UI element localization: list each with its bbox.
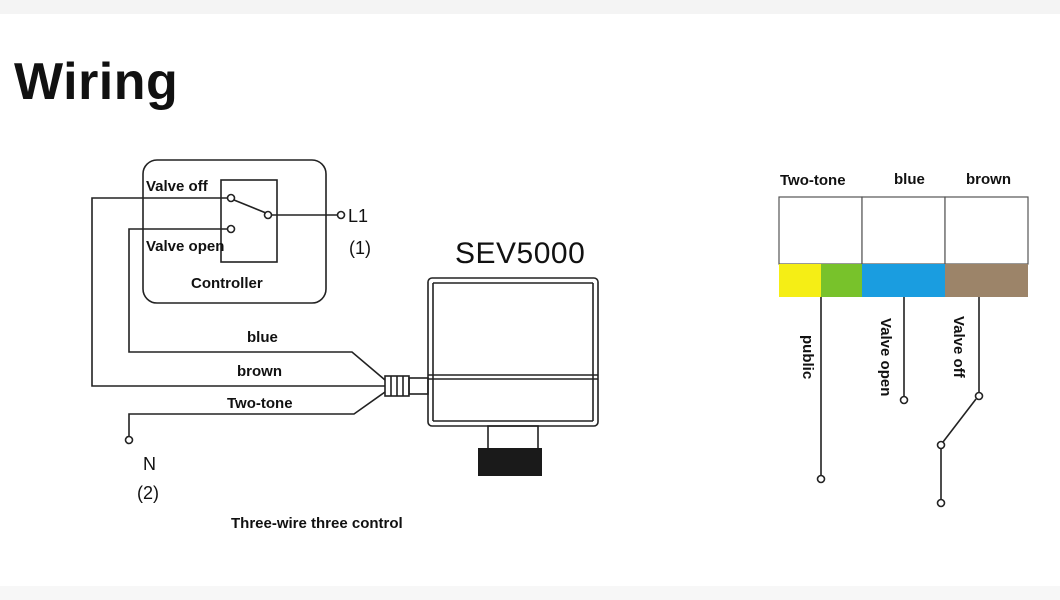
valve-open-term-label: Valve open	[877, 318, 894, 396]
bottom-band	[0, 586, 1060, 600]
valve-open-label: Valve open	[146, 238, 224, 255]
left-schematic	[91, 159, 599, 451]
diagram-caption: Three-wire three control	[231, 515, 403, 532]
controller-box	[142, 159, 327, 304]
public-terminal	[816, 474, 826, 484]
n-label: N	[143, 454, 156, 474]
page-title: Wiring	[14, 53, 179, 111]
product-name: SEV5000	[455, 237, 585, 270]
valve-open-contact	[226, 224, 236, 234]
valve-off-term-label: Valve off	[950, 316, 967, 379]
controller-label: Controller	[191, 275, 263, 292]
valve-off-contact	[226, 193, 236, 203]
wire-twotone-label: Two-tone	[227, 395, 293, 412]
valve-open-terminal	[899, 395, 909, 405]
col-brown-label: brown	[966, 171, 1011, 188]
color-strip-yellow	[779, 264, 821, 297]
n-number: (2)	[137, 483, 159, 503]
actuator-coupling	[478, 448, 542, 476]
color-strip-blue	[862, 264, 945, 297]
col-blue-label: blue	[894, 171, 925, 188]
twotone-wire	[128, 391, 386, 437]
col-twotone-label: Two-tone	[780, 172, 846, 189]
color-strip-green	[821, 264, 862, 297]
switch-blade	[233, 199, 267, 214]
actuator-stem	[487, 425, 539, 451]
terminal-box-brown	[944, 196, 1029, 265]
connector-gland	[408, 377, 429, 395]
brown-wire	[91, 197, 385, 387]
l1-number: (1)	[349, 238, 371, 258]
n-terminal	[124, 435, 134, 445]
valve-off-terminal	[974, 391, 984, 401]
blue-wire	[128, 228, 386, 381]
right-switch-pivot	[936, 440, 946, 450]
l1-label: L1	[348, 206, 368, 226]
wire-blue-label: blue	[247, 329, 278, 346]
wire-brown-label: brown	[237, 363, 282, 380]
actuator-body	[427, 277, 599, 427]
terminal-leads	[816, 297, 984, 508]
terminal-boxes	[778, 196, 1029, 265]
right-switch-blade	[942, 398, 977, 443]
top-band	[0, 0, 1060, 14]
switch-box	[220, 179, 278, 263]
public-label: public	[799, 335, 816, 379]
l1-terminal	[336, 210, 346, 220]
terminal-box-twotone	[778, 196, 863, 265]
right-switch-terminal	[936, 498, 946, 508]
color-strip-brown	[945, 264, 1028, 297]
valve-off-label: Valve off	[146, 178, 209, 195]
terminal-box-blue	[861, 196, 946, 265]
actuator-top-bevel	[432, 282, 594, 421]
